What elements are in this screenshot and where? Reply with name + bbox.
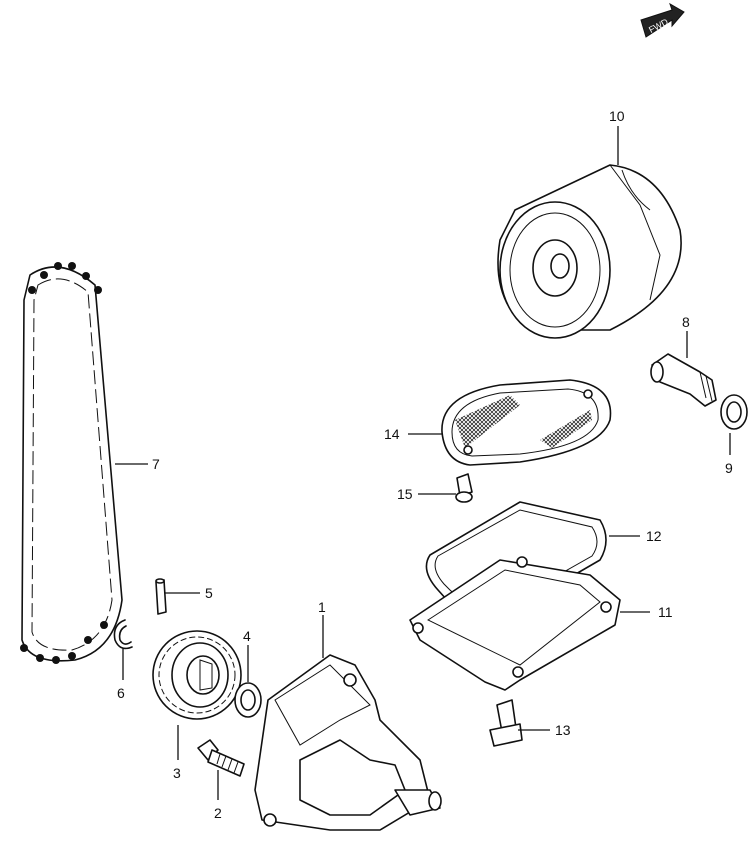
callout-label-9: 9 (725, 460, 733, 476)
callout-label-12: 12 (646, 528, 662, 544)
callout-label-13: 13 (555, 722, 571, 738)
callout-label-11: 11 (658, 604, 673, 620)
callout-label-14: 14 (384, 426, 400, 442)
callout-label-15: 15 (397, 486, 413, 502)
washer-9 (720, 394, 748, 430)
callout-labels: 1 2 3 4 5 6 7 8 9 10 11 12 13 14 15 (117, 108, 733, 821)
leader-lines (115, 126, 731, 800)
callout-label-6: 6 (117, 685, 125, 701)
bolt-13 (489, 699, 523, 747)
callout-label-8: 8 (682, 314, 690, 330)
chain-links-top (28, 262, 102, 294)
oil-filter (497, 164, 682, 339)
callout-label-3: 3 (173, 765, 181, 781)
callout-label-7: 7 (152, 456, 160, 472)
bolt-2 (197, 739, 245, 777)
callout-label-2: 2 (214, 805, 222, 821)
chain-links-bottom (20, 621, 108, 664)
callout-label-4: 4 (243, 628, 251, 644)
cam-chain (20, 262, 123, 664)
pin-5 (155, 578, 167, 615)
circlip-6 (113, 619, 133, 650)
bolt-15 (455, 473, 473, 503)
sprocket (152, 630, 242, 720)
callout-label-10: 10 (609, 108, 625, 124)
oil-pan (409, 556, 621, 691)
fwd-arrow-icon: FWD (640, 2, 685, 38)
callout-label-1: 1 (318, 599, 326, 615)
oil-pump (254, 654, 442, 831)
washer-4 (234, 682, 262, 718)
oil-strainer (441, 379, 612, 466)
callout-label-5: 5 (205, 585, 213, 601)
oil-fitting (650, 353, 717, 407)
